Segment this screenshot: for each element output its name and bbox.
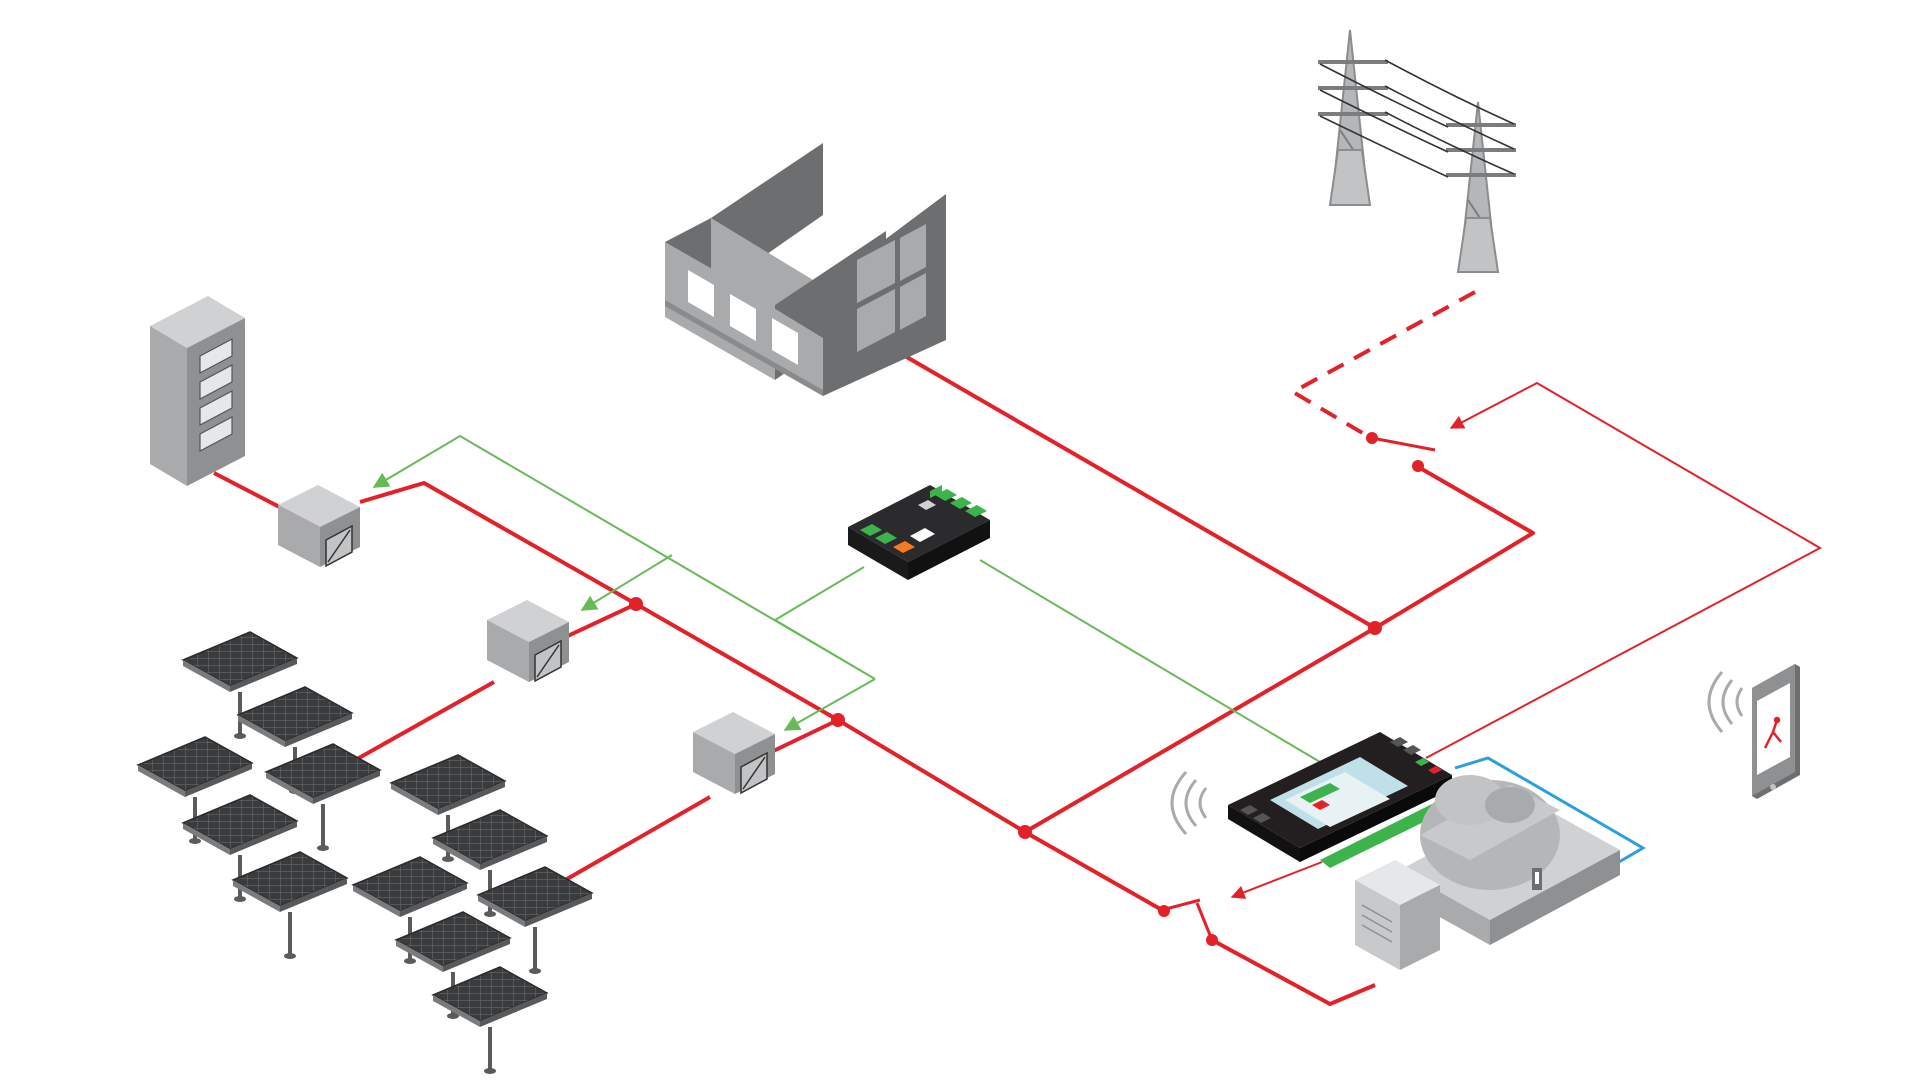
io-to-battery-inverter-line bbox=[372, 434, 876, 680]
controller-wireless-icon bbox=[1170, 770, 1208, 836]
main-bus-line bbox=[1023, 626, 1377, 834]
pv-inverter-2[interactable] bbox=[693, 712, 775, 795]
inverter-icon bbox=[325, 524, 353, 568]
genset-panel-vents bbox=[1361, 904, 1393, 943]
factory-feeder-line bbox=[896, 350, 1377, 630]
storage-bus-line bbox=[359, 481, 1163, 912]
controller-display-icon[interactable] bbox=[1228, 732, 1452, 868]
solar-panel-icon bbox=[231, 850, 349, 961]
solar-array bbox=[136, 630, 594, 1076]
battery-module bbox=[199, 338, 233, 452]
transmission-tower-icon bbox=[1318, 29, 1516, 273]
controller-to-generator-line bbox=[1454, 756, 1646, 868]
junction-dot bbox=[831, 713, 845, 727]
genset-breaker-control-line bbox=[1230, 861, 1323, 899]
pylon-left bbox=[1318, 29, 1388, 206]
app-logo-icon bbox=[1763, 716, 1782, 749]
breaker-control-lines bbox=[1230, 381, 1823, 899]
pylon-wires bbox=[1319, 59, 1515, 178]
pv-inverter-1[interactable] bbox=[487, 600, 569, 683]
pv2-branch-line bbox=[764, 718, 839, 757]
io-to-pv2-line bbox=[783, 678, 876, 731]
battery-inverter[interactable] bbox=[278, 485, 360, 568]
grid-supply-dashed-line bbox=[1291, 290, 1476, 440]
io-to-pv1-line bbox=[580, 554, 673, 611]
grid-breaker-control-line bbox=[1425, 381, 1823, 759]
junction-dot bbox=[1018, 825, 1032, 839]
genset-feeder-line bbox=[1211, 938, 1376, 1006]
solar-panel-icon bbox=[264, 742, 382, 853]
control-lines bbox=[372, 434, 1321, 763]
grid-feeder-line bbox=[1373, 466, 1535, 630]
io-terminal bbox=[930, 485, 942, 499]
bus-junctions bbox=[629, 597, 1382, 839]
inverter-icon bbox=[740, 751, 768, 795]
solar-panel-icon bbox=[431, 965, 549, 1076]
junction-dot bbox=[1368, 621, 1382, 635]
pylon-right bbox=[1446, 101, 1516, 273]
junction-dot bbox=[629, 597, 643, 611]
pv1-branch-line bbox=[556, 602, 637, 643]
diesel-generator-icon[interactable] bbox=[1355, 775, 1620, 970]
io-controller-icon[interactable] bbox=[848, 485, 990, 580]
battery-storage-icon[interactable] bbox=[150, 296, 245, 486]
inverter-icon bbox=[534, 639, 562, 683]
pv2-array-line bbox=[559, 795, 711, 885]
controller-buttons bbox=[1240, 737, 1421, 823]
smartphone-icon[interactable] bbox=[1752, 664, 1800, 799]
phone-wireless-icon bbox=[1707, 671, 1744, 733]
io-to-controller-line bbox=[979, 559, 1321, 763]
pv1-array-line bbox=[349, 680, 495, 765]
grid-breaker[interactable] bbox=[1366, 432, 1436, 472]
io-terminal-blocks bbox=[860, 489, 987, 553]
factory-icon[interactable] bbox=[665, 143, 946, 396]
solar-panel-icon bbox=[476, 865, 594, 976]
genset-breaker[interactable] bbox=[1158, 898, 1218, 946]
power-lines bbox=[213, 290, 1535, 1006]
